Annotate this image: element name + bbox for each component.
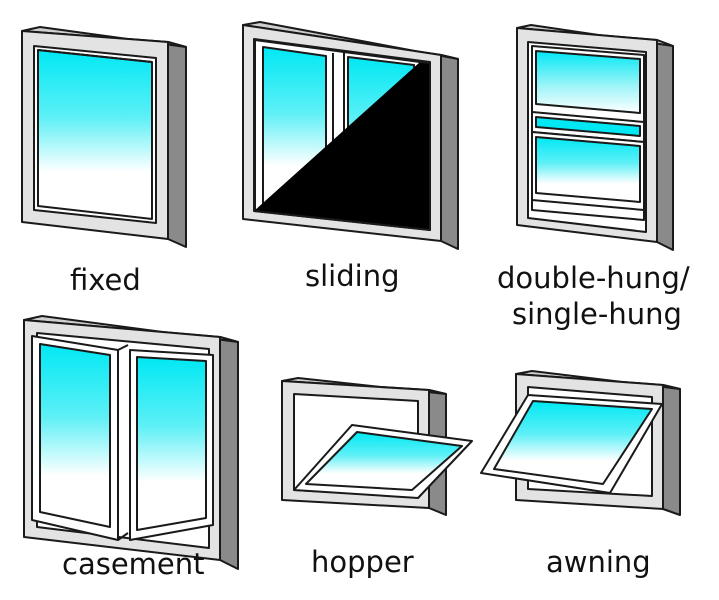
hopper-window <box>281 377 473 516</box>
label-awning: awning <box>546 545 651 579</box>
label-fixed: fixed <box>70 263 141 297</box>
fixed-window <box>21 26 187 248</box>
label-hopper: hopper <box>311 545 414 579</box>
sliding-window <box>242 21 459 250</box>
label-casement: casement <box>62 547 205 581</box>
label-sliding: sliding <box>305 259 400 293</box>
label-double-hung: double-hung/ <box>497 261 690 295</box>
label-single-hung: single-hung <box>512 297 682 331</box>
casement-window <box>23 315 239 570</box>
awning-window <box>480 370 681 516</box>
double-hung-window <box>516 24 674 251</box>
